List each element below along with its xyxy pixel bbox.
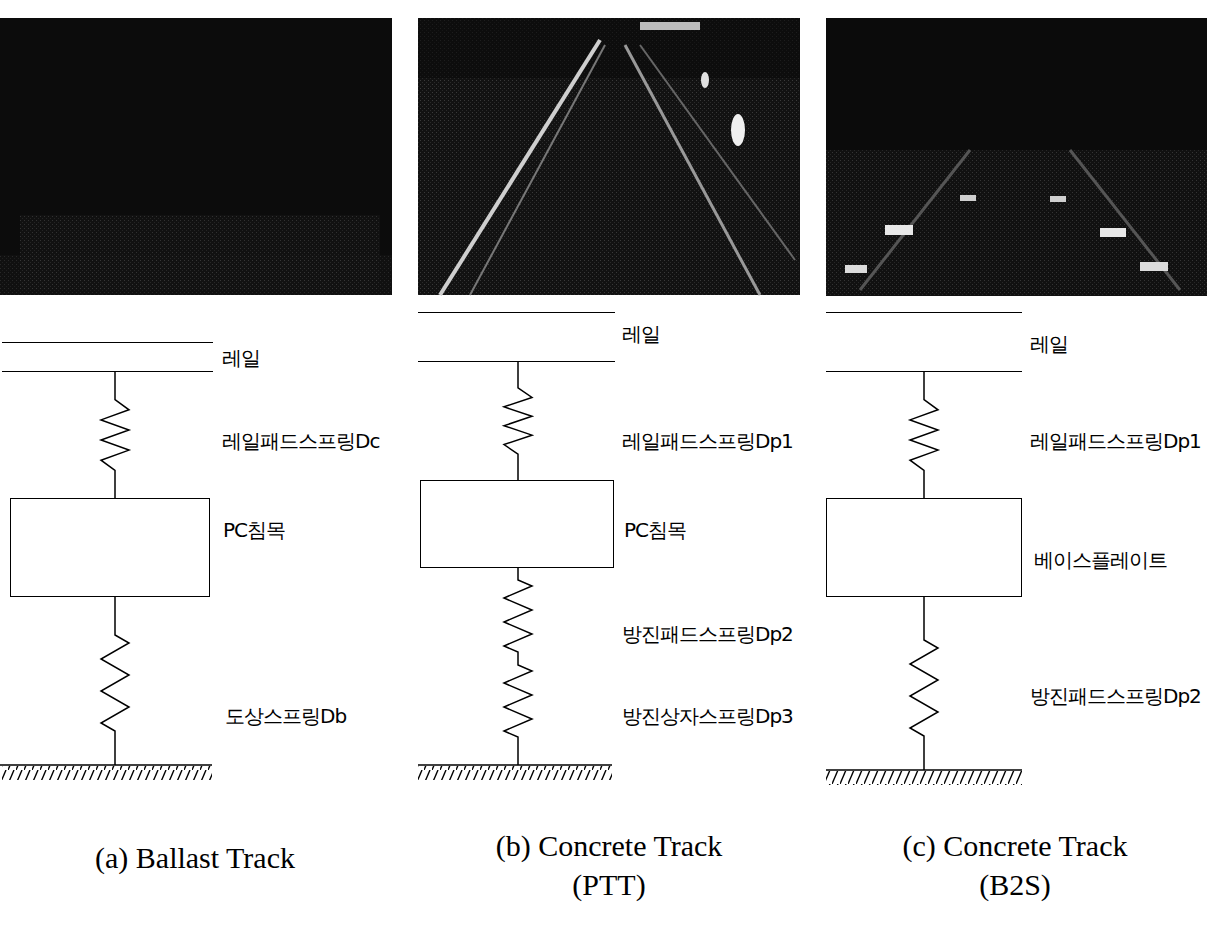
- spring-label: 방진상자스프링Dp3: [622, 703, 793, 730]
- ground-symbol: [826, 770, 1022, 785]
- spring-label: 방진패드스프링Dp2: [1030, 683, 1201, 710]
- spring-symbol: [504, 568, 532, 765]
- part-label: PC침목: [624, 517, 686, 544]
- rail-band: 레일: [826, 312, 1022, 372]
- spring-connector: [504, 362, 532, 480]
- part-label: 레일: [222, 345, 260, 372]
- track-photo: [0, 18, 392, 295]
- part-label: 베이스플레이트: [1034, 547, 1167, 574]
- track-photo: [826, 18, 1207, 296]
- spring-label: 레일패드스프링Dp1: [622, 428, 793, 455]
- rail-band: 레일: [418, 312, 615, 362]
- spring-label: 도상스프링Db: [225, 703, 346, 730]
- ground-symbol: [418, 765, 612, 780]
- track-photo: [418, 18, 800, 295]
- spring-connector: [101, 372, 129, 498]
- spring-label: 레일패드스프링Dc: [222, 428, 379, 455]
- spring-symbol: [910, 597, 938, 770]
- part-label: 레일: [1030, 331, 1068, 358]
- figure-caption: (a) Ballast Track: [15, 838, 375, 877]
- sleeper-box: PC침목: [10, 498, 210, 597]
- part-label: PC침목: [223, 517, 285, 544]
- figure-caption: (c) Concrete Track (B2S): [880, 826, 1150, 904]
- spring-label: 방진패드스프링Dp2: [622, 621, 793, 648]
- rail-band: 레일: [2, 342, 213, 372]
- spring-label: 레일패드스프링Dp1: [1030, 428, 1201, 455]
- sleeper-box: PC침목: [420, 480, 614, 568]
- figure-caption: (b) Concrete Track (PTT): [474, 826, 744, 904]
- sleeper-box: 베이스플레이트: [826, 498, 1022, 597]
- part-label: 레일: [622, 321, 660, 348]
- spring-connector: [910, 372, 938, 498]
- ground-symbol: [0, 765, 212, 780]
- spring-symbol: [101, 597, 129, 765]
